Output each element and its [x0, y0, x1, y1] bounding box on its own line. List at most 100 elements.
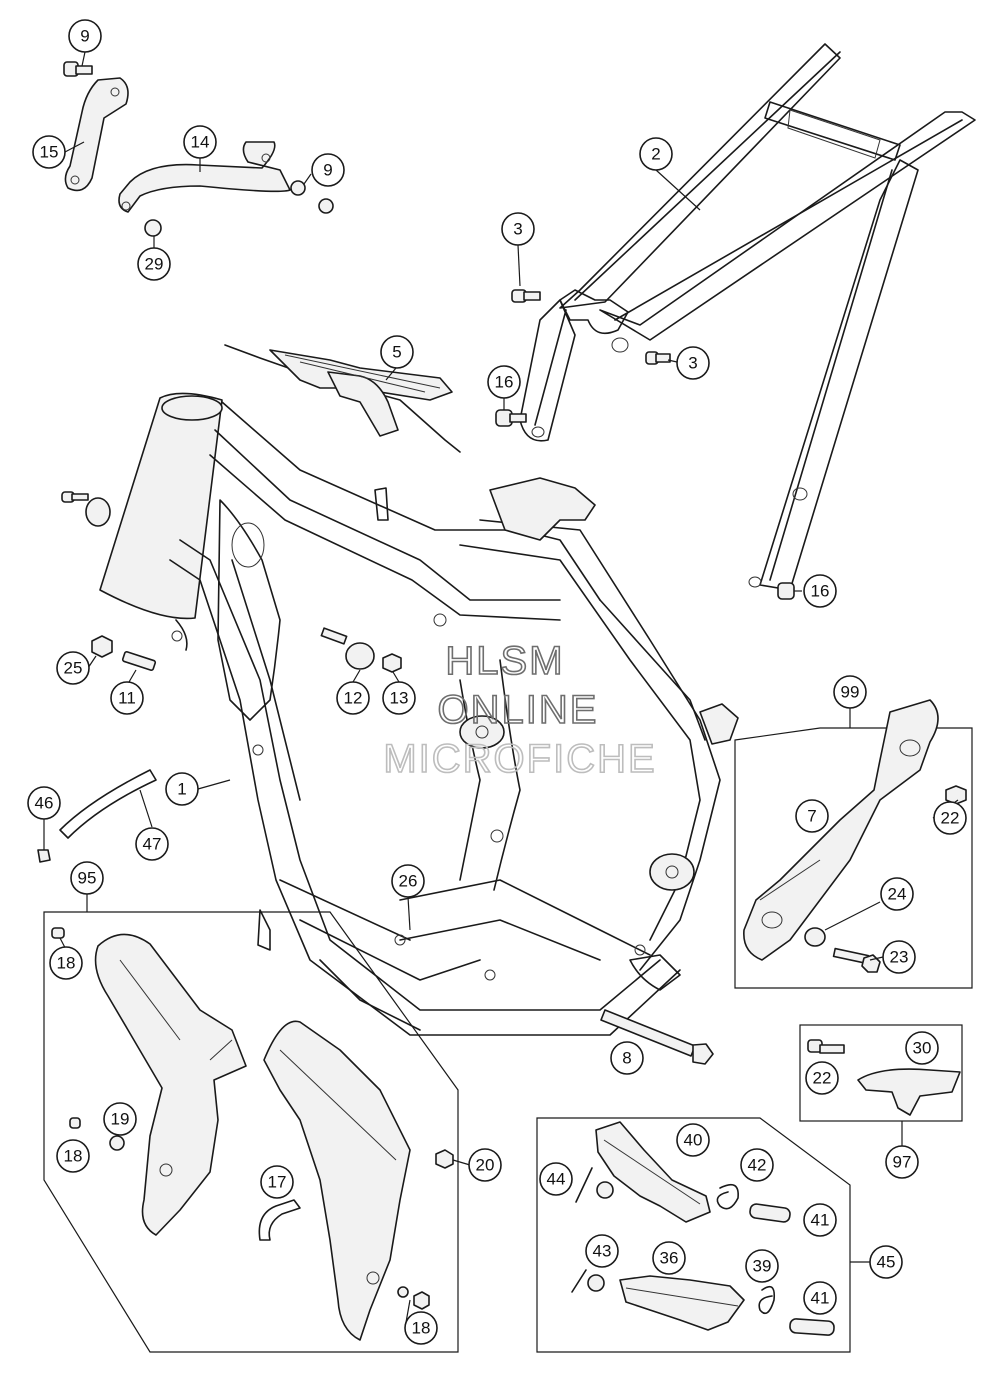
svg-text:44: 44 — [547, 1170, 566, 1189]
svg-text:30: 30 — [913, 1039, 932, 1058]
callout-18: 18 — [49, 946, 83, 980]
callout-40: 40 — [676, 1123, 710, 1157]
part-2-subframe — [519, 43, 976, 591]
svg-text:20: 20 — [476, 1156, 495, 1175]
box-95-frame-protectors — [43, 911, 459, 1353]
callout-5: 5 — [380, 335, 414, 369]
watermark-line-2: ONLINE — [438, 688, 599, 732]
part-bolt-headtube — [61, 491, 111, 527]
svg-text:8: 8 — [622, 1049, 631, 1068]
callout-24: 24 — [880, 877, 914, 911]
part-95-left-frame-protector — [94, 933, 247, 1236]
callout-19: 19 — [103, 1102, 137, 1136]
callout-3: 3 — [676, 346, 710, 380]
svg-text:41: 41 — [811, 1289, 830, 1308]
svg-text:25: 25 — [64, 659, 83, 678]
callout-41: 41 — [803, 1203, 837, 1237]
part-39-spring — [758, 1285, 776, 1315]
part-24-washer — [804, 927, 826, 947]
part-18-screw-c — [397, 1286, 430, 1310]
svg-text:18: 18 — [412, 1319, 431, 1338]
watermark: HLSM ONLINE MICROFICHE — [383, 638, 656, 782]
callout-9: 9 — [311, 153, 345, 187]
part-3-bolt-b — [645, 351, 671, 365]
part-30-chain-guide-pad — [857, 1068, 961, 1116]
svg-text:39: 39 — [753, 1257, 772, 1276]
callout-22: 22 — [933, 801, 967, 835]
part-29-nut — [144, 219, 162, 237]
callout-46: 46 — [27, 786, 61, 820]
part-47-hose — [59, 769, 157, 839]
callout-44: 44 — [539, 1162, 573, 1196]
callout-15: 15 — [32, 135, 66, 169]
callout-23: 23 — [882, 940, 916, 974]
svg-text:17: 17 — [268, 1173, 287, 1192]
svg-text:1: 1 — [177, 780, 186, 799]
part-19-washer — [109, 1135, 125, 1151]
callout-14: 14 — [183, 125, 217, 159]
callout-12: 12 — [336, 681, 370, 715]
svg-text:42: 42 — [748, 1156, 767, 1175]
svg-text:11: 11 — [118, 689, 136, 708]
part-12-spacer — [320, 627, 375, 670]
callout-29: 29 — [137, 247, 171, 281]
svg-text:3: 3 — [513, 220, 522, 239]
svg-text:16: 16 — [811, 582, 830, 601]
callout-18: 18 — [404, 1311, 438, 1345]
callout-26: 26 — [391, 864, 425, 898]
part-15-bracket — [64, 77, 129, 192]
callout-30: 30 — [905, 1031, 939, 1065]
svg-text:22: 22 — [813, 1069, 832, 1088]
callout-20: 20 — [468, 1148, 502, 1182]
part-washer-a — [596, 1181, 614, 1199]
svg-text:47: 47 — [143, 835, 162, 854]
svg-text:16: 16 — [495, 373, 514, 392]
callout-47: 47 — [135, 827, 169, 861]
box-97-chain-guide-pad — [799, 1024, 963, 1122]
svg-text:9: 9 — [80, 27, 89, 46]
box-99-chain-guide — [734, 727, 973, 989]
callout-3: 3 — [501, 212, 535, 246]
callout-99: 99 — [833, 675, 867, 709]
part-44-pin — [575, 1167, 593, 1203]
svg-text:24: 24 — [888, 885, 907, 904]
svg-text:43: 43 — [593, 1242, 612, 1261]
callout-42: 42 — [740, 1148, 774, 1182]
callout-97: 97 — [885, 1145, 919, 1179]
part-18-screw-b — [69, 1117, 81, 1129]
svg-text:46: 46 — [35, 794, 54, 813]
callout-8: 8 — [610, 1041, 644, 1075]
callout-95: 95 — [70, 861, 104, 895]
callout-39: 39 — [745, 1249, 779, 1283]
part-41-pin-b — [789, 1318, 835, 1336]
watermark-line-3: MICROFICHE — [383, 737, 656, 781]
callout-16: 16 — [487, 365, 521, 399]
callout-7: 7 — [795, 799, 829, 833]
svg-text:40: 40 — [684, 1131, 703, 1150]
part-8-pivot-bolt — [600, 1009, 714, 1065]
part-25-nut — [91, 635, 113, 658]
part-washer-b — [587, 1274, 605, 1292]
part-36-footrest-lower — [619, 1275, 745, 1331]
svg-text:12: 12 — [344, 689, 363, 708]
part-16-bolt-b — [777, 582, 795, 600]
part-9-nut-b — [290, 180, 334, 214]
callout-22: 22 — [805, 1061, 839, 1095]
callout-13: 13 — [382, 681, 416, 715]
svg-text:15: 15 — [40, 143, 59, 162]
part-23-bolt — [832, 947, 881, 973]
svg-text:45: 45 — [877, 1253, 896, 1272]
callout-43: 43 — [585, 1234, 619, 1268]
svg-text:95: 95 — [78, 869, 97, 888]
svg-text:13: 13 — [390, 689, 409, 708]
svg-text:9: 9 — [323, 161, 332, 180]
part-3-bolt-a — [511, 289, 541, 303]
part-1-main-frame — [99, 392, 739, 1036]
part-22-bolt-a — [945, 785, 967, 805]
svg-text:18: 18 — [64, 1147, 83, 1166]
part-22-bolt-b — [807, 1039, 845, 1054]
svg-text:19: 19 — [111, 1110, 130, 1129]
part-43-pin — [571, 1269, 587, 1293]
part-14-bracket — [118, 141, 291, 213]
